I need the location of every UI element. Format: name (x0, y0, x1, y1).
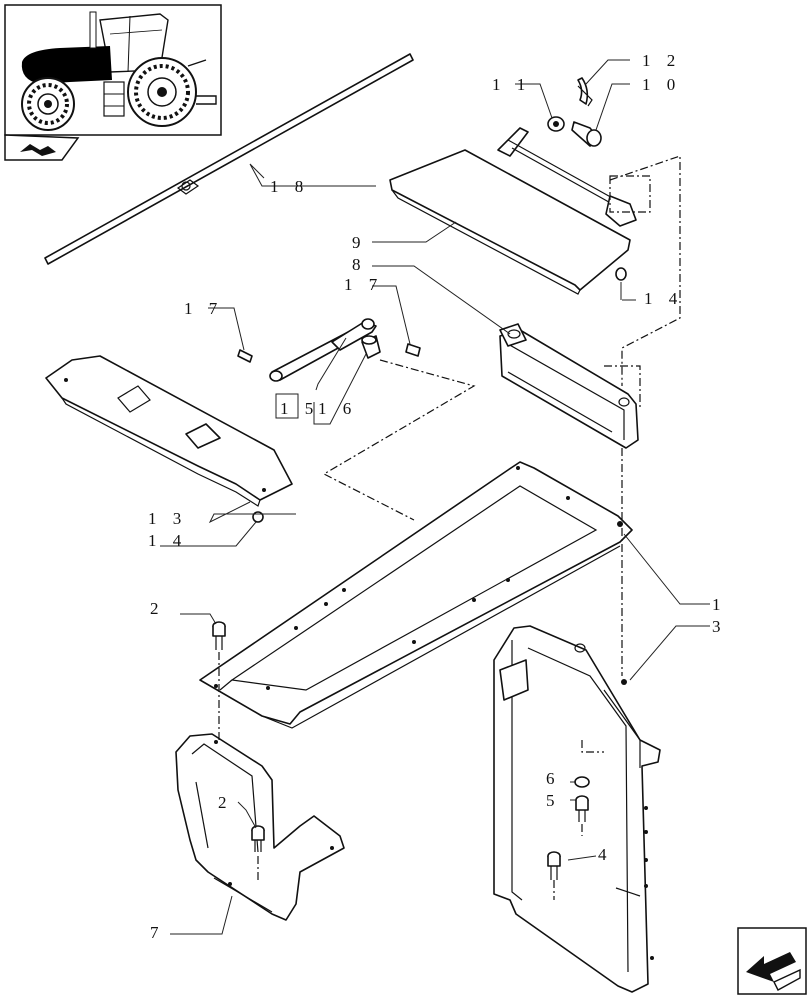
callout-labels: 1 1 1 2 1 0 1 8 9 8 1 4 1 7 1 7 1 5 1 6 … (148, 51, 727, 942)
callout-17-right: 1 7 (344, 275, 383, 294)
pin-part-10 (571, 121, 602, 147)
bracket-part-8 (499, 323, 639, 449)
bolt-part-2-top (212, 621, 226, 650)
callout-11: 1 1 (492, 75, 531, 94)
callout-2-low: 2 (218, 793, 233, 812)
callout-18: 1 8 (270, 177, 309, 196)
callout-14-left: 1 4 (148, 531, 187, 550)
frame-part-1 (199, 461, 633, 729)
callout-6: 6 (546, 769, 561, 788)
callout-17-left: 1 7 (184, 299, 223, 318)
callout-16: 1 6 (318, 399, 357, 418)
clip-part-12 (577, 77, 593, 107)
callout-3: 3 (712, 617, 727, 636)
callout-9: 9 (352, 233, 367, 252)
bushing-part-16 (361, 335, 381, 359)
tray-part-9 (389, 127, 637, 295)
book-page-icon[interactable] (4, 134, 80, 161)
cover-plate-part-13 (45, 355, 293, 507)
callout-8: 8 (352, 255, 367, 274)
washer-part-11 (547, 116, 565, 132)
gas-strut-part-15 (269, 318, 377, 382)
callout-12: 1 2 (642, 51, 681, 70)
callout-7: 7 (150, 923, 165, 942)
callout-2-top: 2 (150, 599, 165, 618)
assembly-lines (218, 155, 681, 900)
bolt-part-4 (547, 851, 561, 880)
leader-lines (160, 59, 710, 935)
bolt-part-5 (575, 795, 589, 822)
tractor-thumbnail[interactable] (4, 4, 222, 136)
callout-10: 1 0 (642, 75, 681, 94)
callout-1: 1 (712, 595, 727, 614)
ball-stud-part-17-left (237, 349, 253, 363)
nut-part-14-top (615, 267, 627, 281)
callout-13: 1 3 (148, 509, 187, 528)
callout-14-top: 1 4 (644, 289, 683, 308)
callout-4: 4 (598, 845, 613, 864)
next-page-arrow-icon[interactable] (737, 927, 807, 995)
callout-15: 1 5 (280, 399, 319, 418)
bolt-part-2-low (251, 825, 265, 852)
ball-stud-part-17-right (405, 343, 421, 357)
washer-part-6 (574, 776, 590, 788)
strap-part-18 (44, 53, 414, 265)
callout-5: 5 (546, 791, 561, 810)
